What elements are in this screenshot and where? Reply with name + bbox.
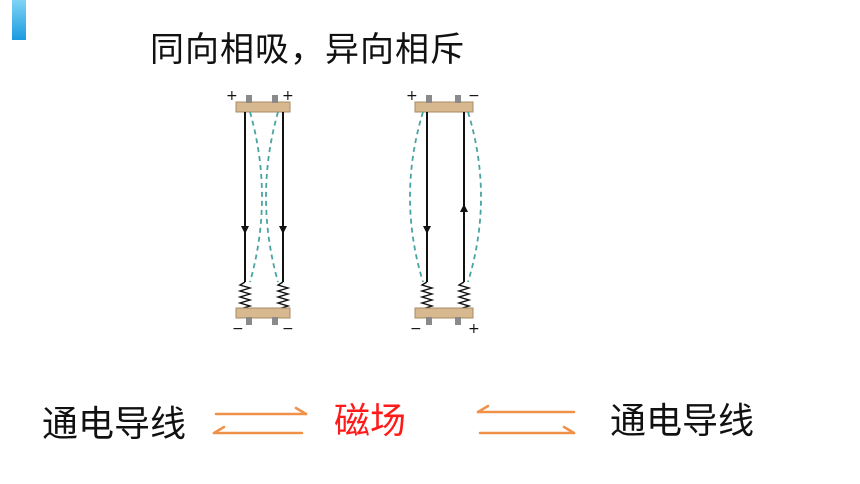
field-line	[409, 111, 424, 283]
terminal-post	[246, 95, 252, 103]
terminal-sign: +	[226, 88, 238, 104]
terminal-post	[272, 95, 278, 103]
top-clamp	[414, 101, 474, 113]
bottom-clamp	[235, 307, 291, 319]
terminal-sign: +	[406, 88, 418, 104]
terminal-post	[455, 317, 461, 325]
terminal-sign: −	[468, 88, 480, 104]
field-line	[249, 111, 263, 283]
diagram-attract: + + − −	[226, 88, 294, 337]
diagram-repel: + − − +	[406, 88, 482, 337]
arrow-left-icon	[212, 425, 304, 435]
field-line	[265, 111, 279, 283]
slide-title: 同向相吸，异向相斥	[150, 30, 465, 70]
terminal-sign: −	[282, 321, 294, 337]
terminal-post	[426, 317, 432, 325]
terminal-sign: −	[410, 321, 422, 337]
terminal-post	[246, 317, 252, 325]
label-current-wire-left: 通电导线	[42, 404, 187, 445]
arrow-right-icon	[214, 406, 308, 416]
arrow-left-icon	[476, 404, 576, 414]
terminal-sign: +	[468, 321, 480, 337]
arrow-right-icon	[478, 425, 576, 435]
field-line	[467, 111, 482, 283]
terminal-sign: −	[232, 321, 244, 337]
label-current-wire-right: 通电导线	[610, 401, 755, 442]
top-clamp	[235, 101, 291, 113]
terminal-post	[426, 95, 432, 103]
label-magnetic-field: 磁场	[334, 401, 407, 442]
bottom-clamp	[414, 307, 474, 319]
slide-accent-bar	[12, 0, 26, 40]
terminal-post	[272, 317, 278, 325]
terminal-post	[455, 95, 461, 103]
terminal-sign: +	[282, 88, 294, 104]
